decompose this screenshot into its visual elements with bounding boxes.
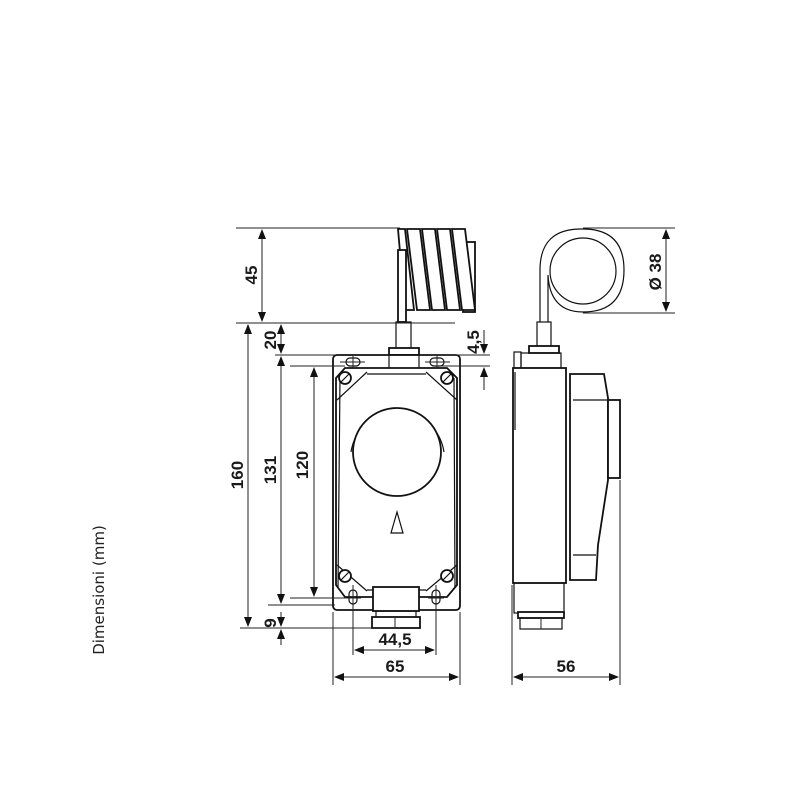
dim-65: 65: [386, 657, 405, 676]
top-gland-nut: [388, 347, 420, 356]
dim-4-5: 4,5: [464, 330, 483, 354]
units-caption: Dimensioni (mm): [90, 525, 108, 655]
side-cover: [569, 373, 609, 581]
dim-120: 120: [293, 451, 312, 479]
capillary-loop: [539, 228, 625, 322]
dim-44-5: 44,5: [378, 630, 411, 649]
dimension-labels: 45 160 20 131 120 9 4,5 44,5 65 56 Ø 38 …: [90, 254, 665, 676]
bottom-gland: [372, 586, 420, 612]
dim-131: 131: [261, 456, 280, 484]
screws: [338, 371, 454, 583]
dim-diameter-38: Ø 38: [646, 254, 665, 291]
pointer-triangle: [390, 509, 404, 534]
mounting-holes: [340, 355, 450, 655]
capillary-coil: [397, 228, 477, 323]
knob: [352, 407, 442, 497]
capillary-stem: [395, 321, 412, 351]
dim-20: 20: [261, 331, 280, 350]
dim-56: 56: [557, 657, 576, 676]
dim-45: 45: [242, 266, 261, 285]
side-housing: [512, 367, 567, 584]
side-view: [512, 228, 625, 630]
side-dial: [607, 399, 621, 479]
dim-160: 160: [228, 461, 247, 489]
dim-9: 9: [261, 618, 280, 627]
front-view: [332, 228, 477, 655]
dimension-lines: [236, 227, 675, 685]
